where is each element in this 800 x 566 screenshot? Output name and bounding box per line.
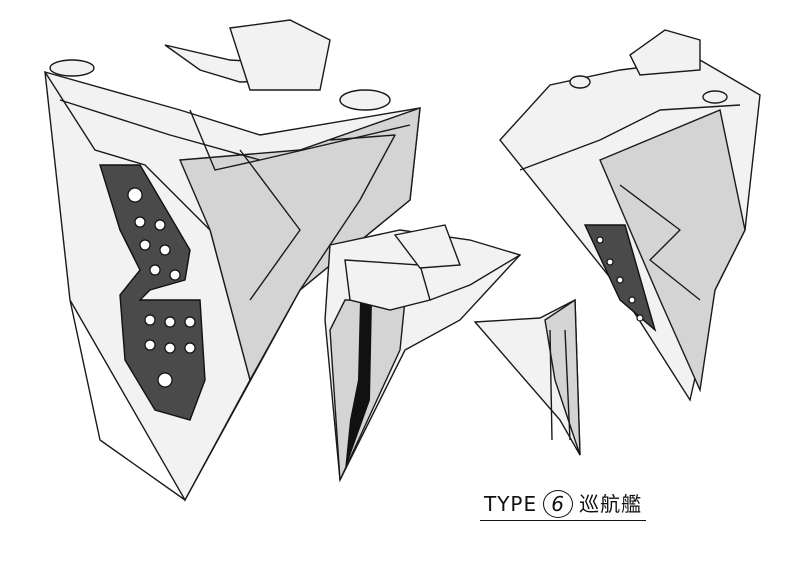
- ship-class-label: 巡航艦: [579, 492, 643, 516]
- type-number: 6: [543, 490, 574, 518]
- cruiser-side-view-drawing: [473, 298, 581, 456]
- rear-weapon-ports: [596, 236, 644, 322]
- main-cruiser-drawing: [43, 19, 421, 502]
- cruiser-rear-view-drawing: [499, 29, 761, 402]
- weapon-ports: [127, 187, 196, 388]
- type-label: TYPE: [484, 492, 538, 516]
- cruiser-bottom-view-drawing: [324, 224, 522, 483]
